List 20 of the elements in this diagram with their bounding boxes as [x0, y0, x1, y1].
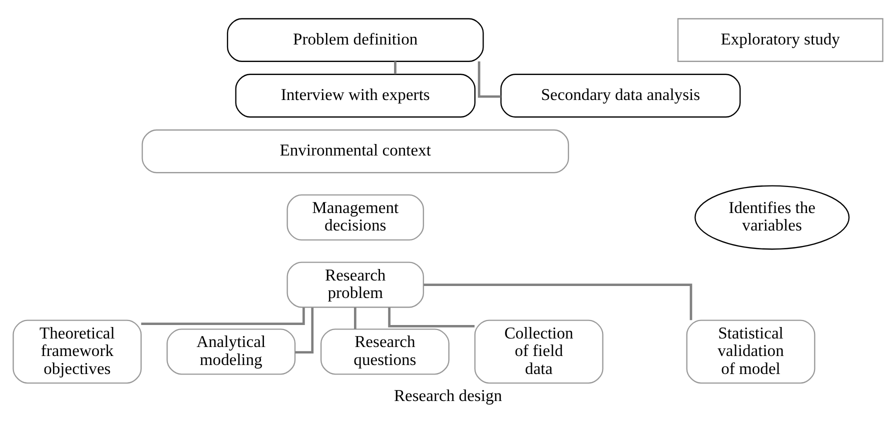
node-box: Analytical modeling: [166, 328, 296, 375]
node-box: Statistical validation of model: [686, 320, 816, 384]
connector: [388, 307, 475, 328]
node-box: Management decisions: [286, 194, 424, 241]
node-box: Problem definition: [226, 18, 484, 62]
node-box: Secondary data analysis: [500, 74, 741, 118]
node-box: Environmental context: [142, 129, 570, 174]
connector: [394, 61, 396, 74]
connector: [478, 61, 501, 98]
connector: [424, 284, 692, 320]
node-ellipse: Identifies the variables: [694, 185, 850, 250]
connector: [354, 307, 356, 330]
connector: [141, 308, 305, 326]
node-box: Interview with experts: [235, 74, 476, 118]
caption: Research design: [394, 386, 502, 406]
node-box: Exploratory study: [677, 18, 884, 62]
node-box: Collection of field data: [474, 320, 604, 384]
node-box: Theoretical framework objectives: [12, 320, 142, 384]
node-box: Research questions: [320, 328, 450, 375]
node-box: Research problem: [286, 262, 424, 308]
